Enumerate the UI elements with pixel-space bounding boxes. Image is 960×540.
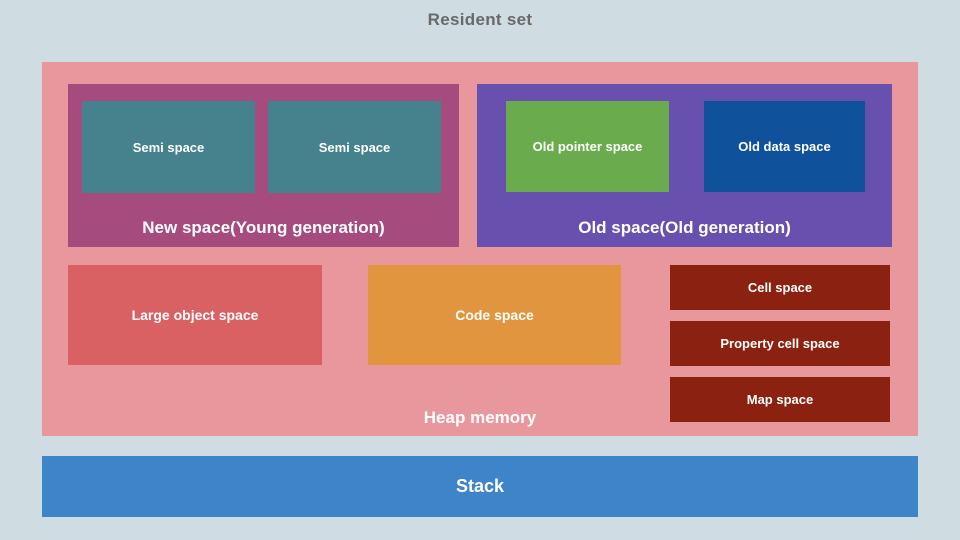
new-space-box: Semi space Semi space New space(Young ge…: [68, 84, 459, 247]
diagram-title: Resident set: [427, 10, 533, 29]
large-object-space-box: Large object space: [68, 265, 322, 365]
old-pointer-space-box: Old pointer space: [506, 101, 669, 192]
old-space-box: Old pointer space Old data space Old spa…: [477, 84, 892, 247]
new-space-label: New space(Young generation): [142, 218, 385, 237]
cell-space-box: Cell space: [670, 265, 890, 310]
semi-space-box-2: Semi space: [268, 101, 441, 193]
stack-bar: Stack: [42, 456, 918, 517]
old-data-space-box: Old data space: [704, 101, 865, 192]
heap-memory-label: Heap memory: [423, 408, 537, 427]
heap-memory-container: Semi space Semi space New space(Young ge…: [42, 62, 918, 436]
map-space-box: Map space: [670, 377, 890, 422]
old-space-label: Old space(Old generation): [578, 218, 791, 237]
code-space-box: Code space: [368, 265, 621, 365]
stack-label: Stack: [455, 476, 505, 496]
property-cell-space-box: Property cell space: [670, 321, 890, 366]
semi-space-box-1: Semi space: [82, 101, 255, 193]
